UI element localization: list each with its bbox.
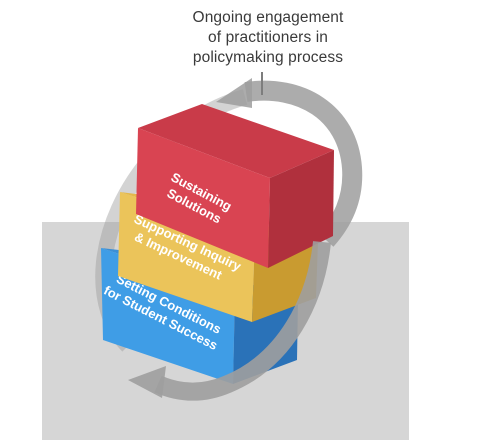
annotation-line-2: of practitioners in — [208, 29, 328, 46]
engagement-annotation: Ongoing engagement of practitioners in p… — [168, 8, 368, 68]
annotation-line-3: policymaking process — [192, 49, 344, 66]
block-sustaining-solutions-top — [138, 104, 334, 178]
cycle-arrow-lower — [128, 240, 331, 401]
cycle-arrow-upper — [216, 72, 363, 247]
block-sustaining-solutions-side — [136, 128, 270, 268]
annotation-line-1: Ongoing engagement — [192, 9, 344, 26]
arrowhead-lower — [128, 366, 166, 398]
block-sustaining-solutions-front — [268, 150, 334, 268]
block-supporting-inquiry-side — [118, 192, 255, 322]
block-sustaining-solutions: Sustaining Solutions — [136, 104, 334, 268]
